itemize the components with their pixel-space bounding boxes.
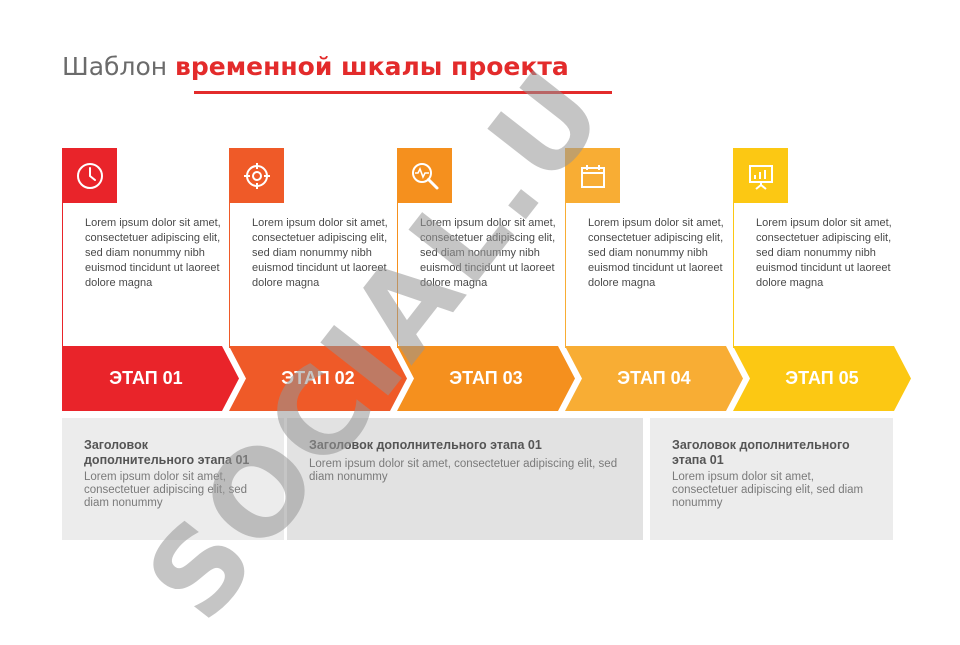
panel-body-line: consectetuer adipiscing elit, sed diam (672, 484, 864, 496)
additional-stage-panel-2: Заголовок дополнительного этапа 01 Lorem… (287, 418, 643, 540)
presentation-board-icon (733, 148, 788, 203)
stage-label-3: ЭТАП 03 (449, 368, 523, 388)
additional-stage-panel-3: Заголовок дополнительного этапа 01 Lorem… (650, 418, 893, 540)
card-text: Lorem ipsum dolor sit amet, consectetuer… (420, 217, 556, 289)
stage-arrow-2 (229, 346, 407, 411)
stage-card-3: Lorem ipsum dolor sit amet, consectetuer… (397, 148, 565, 348)
panel-body-line: diam nonummy (309, 471, 388, 483)
panel-body-line: Lorem ipsum dolor sit amet, (672, 471, 814, 483)
panel-body-line: diam nonummy (84, 497, 163, 509)
panel-body-line: consectetuer adipiscing elit, sed (84, 484, 248, 496)
title-underline (194, 91, 612, 94)
stage-label-5: ЭТАП 05 (785, 368, 859, 388)
card-frame-line (733, 148, 734, 348)
card-text: Lorem ipsum dolor sit amet, consectetuer… (252, 217, 388, 289)
panel-heading-line: этапа 01 (672, 453, 724, 467)
card-frame-line (397, 148, 398, 348)
panel-heading-line: дополнительного этапа 01 (84, 453, 250, 467)
target-icon (229, 148, 284, 203)
card-text: Lorem ipsum dolor sit amet, consectetuer… (588, 217, 724, 289)
panel-body: Lorem ipsum dolor sit amet, consectetuer… (84, 471, 247, 510)
panel-heading-line: Заголовок дополнительного (672, 438, 850, 452)
panel-body-line: nonummy (672, 497, 723, 509)
panel-body-line: Lorem ipsum dolor sit amet, (84, 471, 226, 483)
stage-card-4: Lorem ipsum dolor sit amet, consectetuer… (565, 148, 733, 348)
stage-arrow-row: ЭТАП 01 ЭТАП 02 ЭТАП 03 ЭТАП 04 ЭТАП 05 (62, 346, 912, 411)
magnifier-pulse-icon (397, 148, 452, 203)
panel-heading: Заголовок дополнительного этапа 01 (309, 438, 542, 452)
page-title: Шаблон временной шкалы проекта (62, 46, 569, 87)
stage-card-5: Lorem ipsum dolor sit amet, consectetuer… (733, 148, 901, 348)
stage-card-2: Lorem ipsum dolor sit amet, consectetuer… (229, 148, 397, 348)
clock-icon (62, 148, 117, 203)
stage-arrow-3 (397, 346, 575, 411)
title-light-part: Шаблон (62, 52, 176, 81)
panel-heading: Заголовок дополнительного этапа 01 (672, 438, 850, 468)
panel-heading: Заголовок дополнительного этапа 01 (84, 438, 249, 468)
panel-heading-line: Заголовок (84, 438, 148, 452)
title-bold-part: временной шкалы проекта (175, 52, 569, 81)
stage-label-4: ЭТАП 04 (617, 368, 691, 388)
card-text: Lorem ipsum dolor sit amet, consectetuer… (756, 217, 892, 289)
panel-body-line: Lorem ipsum dolor sit amet, consectetuer… (309, 458, 618, 470)
stage-arrow-4 (565, 346, 743, 411)
card-text: Lorem ipsum dolor sit amet, consectetuer… (85, 217, 221, 289)
stage-card-1: Lorem ipsum dolor sit amet, consectetuer… (62, 148, 230, 348)
calendar-icon (565, 148, 620, 203)
stage-arrow-5 (733, 346, 911, 411)
stage-label-1: ЭТАП 01 (109, 368, 183, 388)
stage-arrow-1 (62, 346, 239, 411)
panel-body: Lorem ipsum dolor sit amet, consectetuer… (309, 458, 617, 484)
card-frame-line (565, 148, 566, 348)
additional-stage-panel-1: Заголовок дополнительного этапа 01 Lorem… (62, 418, 284, 540)
card-frame-line (62, 148, 63, 348)
stage-label-2: ЭТАП 02 (281, 368, 355, 388)
card-frame-line (229, 148, 230, 348)
panel-body: Lorem ipsum dolor sit amet, consectetuer… (672, 471, 863, 510)
